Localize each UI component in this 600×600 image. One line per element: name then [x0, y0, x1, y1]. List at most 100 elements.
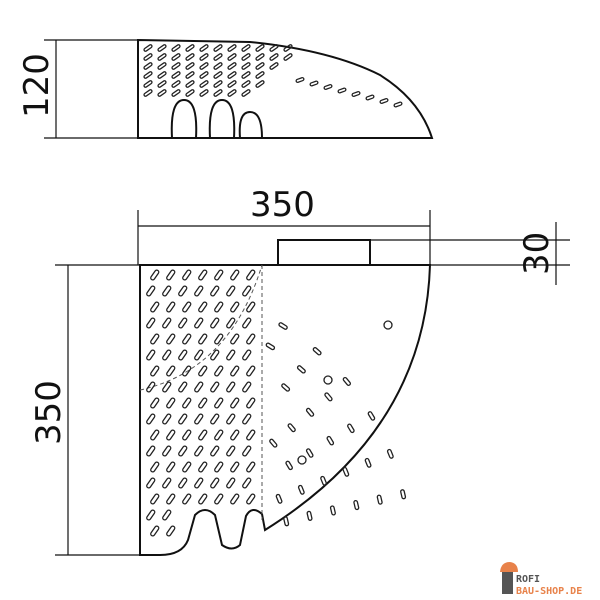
- slot: [242, 349, 252, 361]
- slot: [178, 413, 188, 425]
- slot: [379, 97, 389, 105]
- tab-height-label: 30: [517, 232, 557, 275]
- slot: [185, 53, 195, 61]
- slot: [214, 333, 224, 345]
- slot: [162, 509, 172, 521]
- slot: [227, 62, 237, 70]
- slot: [285, 460, 293, 471]
- slot: [198, 365, 208, 377]
- slot: [226, 445, 236, 457]
- slot: [305, 407, 315, 417]
- slot: [326, 435, 335, 446]
- slot: [376, 494, 383, 505]
- slot: [213, 62, 223, 70]
- width-label: 350: [250, 185, 315, 225]
- slot: [146, 381, 156, 393]
- slot: [227, 89, 237, 97]
- slot: [182, 493, 192, 505]
- slot: [178, 445, 188, 457]
- slot: [157, 44, 167, 52]
- slot: [246, 365, 256, 377]
- slot: [150, 301, 160, 313]
- slot: [242, 445, 252, 457]
- slot: [194, 413, 204, 425]
- slot: [171, 44, 181, 52]
- slot: [255, 44, 265, 52]
- slot: [166, 269, 176, 281]
- slot: [342, 376, 351, 386]
- slot: [283, 44, 293, 52]
- slot: [226, 349, 236, 361]
- slot: [230, 397, 240, 409]
- slot: [162, 413, 172, 425]
- slot: [185, 62, 195, 70]
- slot: [246, 429, 256, 441]
- slot: [241, 44, 251, 52]
- slot: [166, 525, 176, 537]
- slot: [185, 89, 195, 97]
- slot: [275, 493, 283, 504]
- slot: [150, 269, 160, 281]
- slot: [242, 317, 252, 329]
- slot: [162, 445, 172, 457]
- slot: [227, 53, 237, 61]
- slot: [199, 71, 209, 79]
- slot: [143, 62, 153, 70]
- slot: [143, 71, 153, 79]
- slot: [198, 461, 208, 473]
- slot: [227, 80, 237, 88]
- slot: [198, 429, 208, 441]
- slot: [347, 423, 355, 434]
- slot: [194, 381, 204, 393]
- slot: [194, 445, 204, 457]
- slot: [178, 381, 188, 393]
- slot: [227, 44, 237, 52]
- slot: [255, 71, 265, 79]
- slot: [214, 365, 224, 377]
- slot: [162, 285, 172, 297]
- slot: [351, 90, 361, 98]
- slot: [150, 333, 160, 345]
- slot: [198, 397, 208, 409]
- slot: [210, 285, 220, 297]
- slot: [210, 381, 220, 393]
- slot: [166, 365, 176, 377]
- slot: [178, 285, 188, 297]
- slot: [182, 397, 192, 409]
- slot: [241, 80, 251, 88]
- slot: [150, 525, 160, 537]
- slot: [150, 397, 160, 409]
- slot: [255, 80, 265, 88]
- slot: [162, 317, 172, 329]
- slot: [143, 80, 153, 88]
- slot: [306, 510, 313, 521]
- slot: [242, 477, 252, 489]
- slot: [246, 493, 256, 505]
- slot: [241, 62, 251, 70]
- slot: [210, 477, 220, 489]
- slot: [278, 322, 288, 330]
- slot: [353, 499, 360, 511]
- slot: [150, 493, 160, 505]
- slot: [246, 269, 256, 281]
- slot: [214, 397, 224, 409]
- slot: [213, 80, 223, 88]
- slot: [386, 448, 394, 459]
- slot: [185, 44, 195, 52]
- slot: [178, 317, 188, 329]
- slot: [171, 62, 181, 70]
- slot: [246, 397, 256, 409]
- slot: [320, 475, 328, 486]
- slot: [281, 383, 291, 392]
- slot: [364, 457, 372, 468]
- slot: [269, 53, 279, 61]
- slot: [214, 301, 224, 313]
- slot: [150, 365, 160, 377]
- slot: [178, 349, 188, 361]
- slot: [199, 80, 209, 88]
- slot: [214, 269, 224, 281]
- slot: [309, 80, 319, 87]
- side-view: 120: [17, 38, 434, 139]
- slot: [157, 71, 167, 79]
